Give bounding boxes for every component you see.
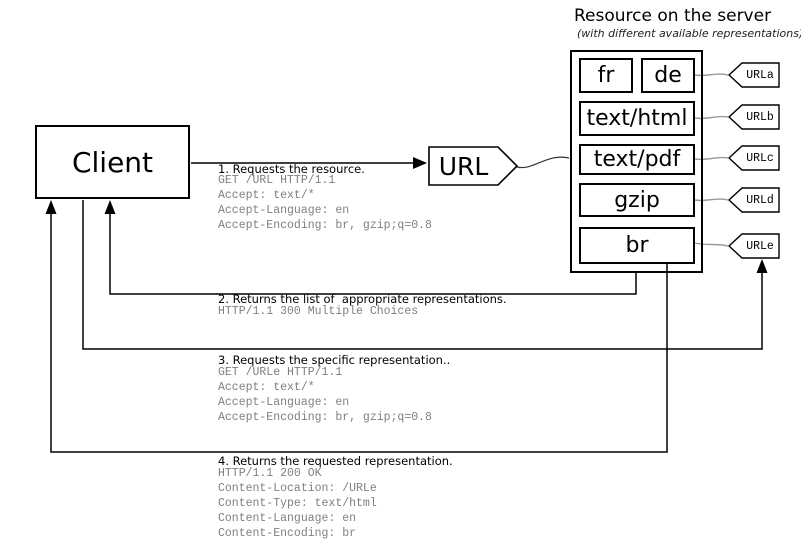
tag-shape-icon (728, 104, 780, 130)
tag-shape-icon (728, 233, 780, 259)
tag-urlc: URLc (728, 145, 780, 171)
step2-arrowhead-icon (104, 200, 116, 214)
representation-label: gzip (614, 187, 660, 213)
representation-label: de (654, 63, 682, 88)
step4-return-line (50, 213, 668, 453)
tag-shape-icon (728, 145, 780, 171)
step3-title: 3. Requests the specific representation.… (218, 353, 451, 367)
server-box (570, 50, 703, 273)
step4-code: HTTP/1.1 200 OK Content-Location: /URLe … (218, 467, 377, 540)
tag-shape-icon (728, 187, 780, 213)
step1-title: 1. Requests the resource. (218, 162, 365, 176)
step4-title: 4. Returns the requested representation. (218, 454, 453, 468)
step1-code: GET /URL HTTP/1.1 Accept: text/* Accept-… (218, 174, 432, 232)
representation-text-pdf: text/pdf (579, 144, 695, 175)
tag-urle: URLe (728, 233, 780, 259)
connector-de-urla (694, 73, 729, 77)
tag-urld: URLd (728, 187, 780, 213)
step3-code: GET /URLe HTTP/1.1 Accept: text/* Accept… (218, 366, 432, 424)
step2-return-line (109, 213, 637, 295)
tag-urlb: URLb (728, 104, 780, 130)
representation-fr: fr (579, 58, 633, 93)
connector-gzip-urld (694, 198, 729, 202)
server-subtitle: (with different available representation… (577, 27, 801, 40)
step3-arrowhead-icon (756, 259, 768, 273)
representation-text-html: text/html (579, 101, 695, 136)
tag-label: URLa (746, 68, 774, 82)
step3-request-line (82, 200, 763, 350)
client-box: Client (35, 125, 190, 199)
url-pentagon-icon (428, 146, 519, 186)
representation-label: fr (597, 63, 615, 88)
representation-gzip: gzip (579, 183, 695, 217)
tag-label: URLd (746, 193, 774, 207)
url-node-label: URL (438, 151, 489, 181)
step1-arrowhead-icon (413, 157, 427, 169)
step2-code: HTTP/1.1 300 Multiple Choices (218, 305, 419, 318)
representation-label: text/html (586, 106, 688, 131)
tag-label: URLe (746, 239, 774, 253)
url-to-server-line (516, 156, 570, 169)
representation-label: text/pdf (593, 147, 681, 172)
client-label: Client (71, 145, 154, 179)
representation-de: de (641, 58, 695, 93)
representation-label: br (625, 233, 649, 258)
server-title: Resource on the server (574, 6, 772, 26)
connector-html-urlb (694, 115, 729, 120)
url-node: URL (428, 146, 519, 186)
tag-shape-icon (728, 62, 780, 88)
step2-title: 2. Returns the list of appropriate repre… (218, 292, 507, 306)
tag-label: URLb (746, 110, 774, 124)
connector-pdf-urlc (694, 156, 729, 161)
representation-br: br (579, 227, 695, 264)
tag-label: URLc (746, 151, 774, 165)
step4-arrowhead-icon (45, 200, 57, 214)
connector-br-urle (694, 242, 729, 247)
tag-urla: URLa (728, 62, 780, 88)
